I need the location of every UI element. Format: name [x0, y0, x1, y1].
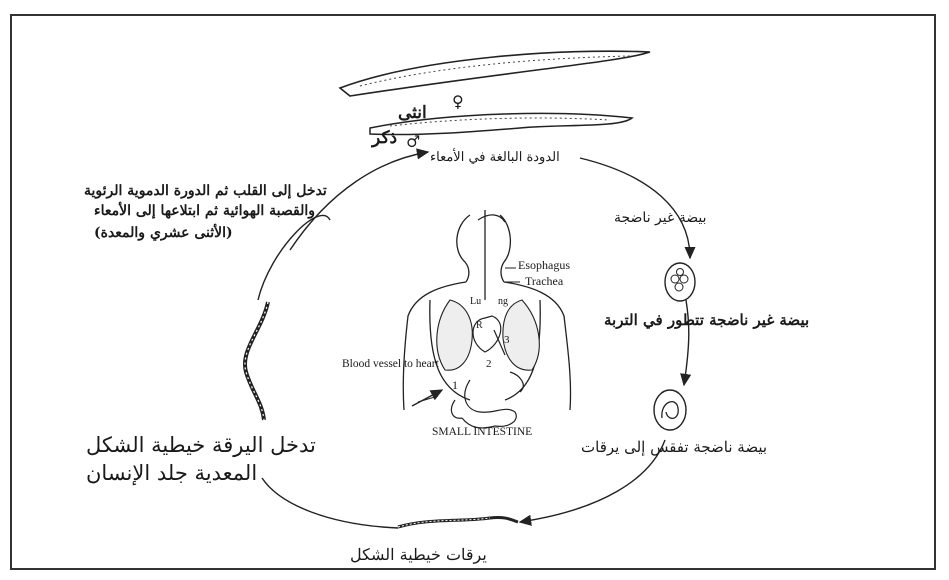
- lung-left-label: Lu: [470, 296, 481, 307]
- cycle-arc-bottom-left: [262, 478, 398, 528]
- adult-worm-label: الدودة البالغة في الأمعاء: [430, 150, 560, 166]
- female-label: انثى: [398, 103, 427, 124]
- female-symbol: ♀: [452, 92, 464, 112]
- embryonated-egg: [654, 390, 686, 430]
- step-3-label: 3: [504, 334, 510, 346]
- immature-egg: [665, 263, 695, 301]
- entry-arrow: [412, 390, 442, 406]
- filariform-larva: [398, 517, 518, 527]
- heart-label: R: [476, 320, 483, 331]
- female-worm: [340, 51, 650, 96]
- filariform-label: يرقات خيطية الشكل: [350, 545, 487, 565]
- human-torso: [403, 210, 570, 410]
- lung-right-label: ng: [498, 296, 508, 307]
- enter-heart-line1: تدخل إلى القلب ثم الدورة الدموية الرئوية: [84, 183, 327, 201]
- egg-hatch-label: بيضة ناضجة تفقس إلى يرقات: [581, 438, 767, 457]
- invasive-larva: [245, 302, 268, 420]
- egg-soil-label: بيضة غير ناضجة تتطور في التربة: [604, 311, 809, 330]
- intestine: [451, 372, 523, 428]
- infect-skin-line2: المعدية جلد الإنسان: [86, 460, 257, 486]
- cycle-arc-top-left: [290, 152, 428, 250]
- immature-egg-label: بيضة غير ناضجة: [614, 210, 707, 228]
- cycle-arc-top-right: [580, 158, 690, 258]
- trachea-label: Trachea: [525, 274, 563, 289]
- enter-heart-line2: والقصبة الهوائية ثم ابتلاعها إلى الأمعاء: [94, 203, 315, 221]
- infect-skin-line1: تدخل اليرقة خيطية الشكل: [86, 432, 316, 458]
- esophagus-label: Esophagus: [518, 258, 570, 273]
- male-symbol: ♂: [406, 132, 420, 152]
- small-intestine-label: SMALL INTESTINE: [432, 426, 532, 438]
- cycle-arc-left: [258, 215, 330, 300]
- blood-vessel-label: Blood vessel to heart: [342, 358, 439, 370]
- step-1-label: 1: [452, 378, 458, 393]
- enter-heart-line3: (الأثنى عشري والمعدة): [94, 225, 233, 243]
- step-2-label: 2: [486, 358, 492, 370]
- male-label: ذكر: [372, 128, 397, 149]
